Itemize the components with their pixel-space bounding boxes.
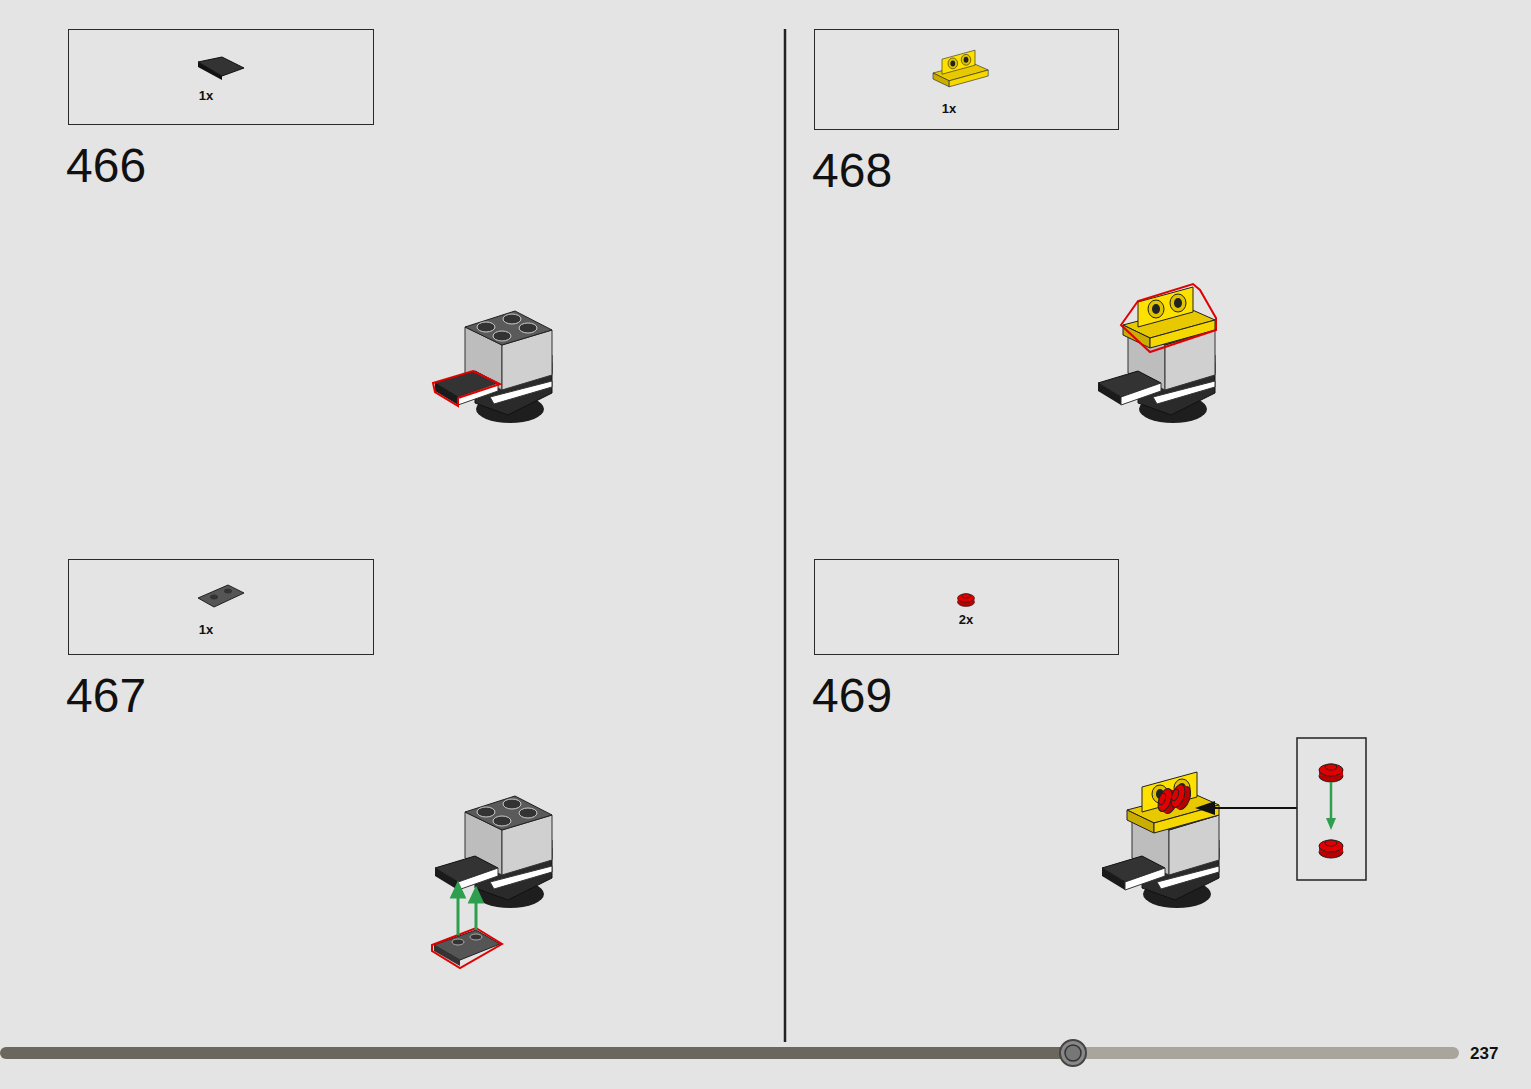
parts-callout-box: 1x [68,29,374,125]
step-number: 466 [66,138,146,193]
page-number: 237 [1470,1044,1498,1064]
parts-callout-box: 1x [814,29,1119,130]
step-number: 469 [812,668,892,723]
step-number: 468 [812,143,892,198]
step-number: 467 [66,668,146,723]
part-quantity: 1x [199,622,213,637]
part-quantity: 1x [942,101,956,116]
part-quantity: 1x [199,88,213,103]
part-quantity: 2x [959,612,973,627]
parts-callout-box: 2x [814,559,1119,655]
parts-callout-box: 1x [68,559,374,655]
